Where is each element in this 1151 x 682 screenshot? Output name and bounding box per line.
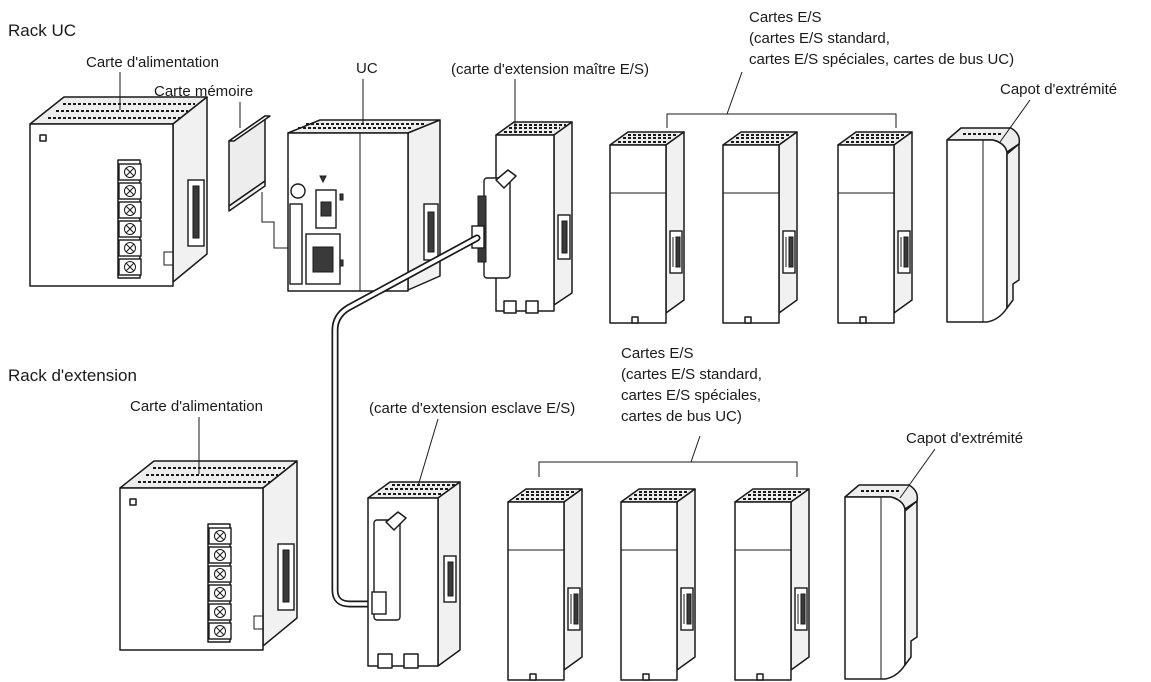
cpu-rack-io-unit-3: [837, 131, 913, 324]
io-slave-unit-label: (carte d'extension esclave E/S): [369, 400, 575, 417]
cpu-rack-io-unit-2: [722, 131, 798, 324]
cpu-label: UC: [356, 60, 378, 77]
cpu-rack-io-units-label-1: Cartes E/S: [749, 9, 822, 26]
cpu-rack-end-cover: [946, 127, 1021, 323]
memory-card: [228, 115, 271, 212]
cpu-rack-io-unit-1: [609, 131, 685, 324]
master-cable-connector: [471, 169, 517, 279]
expansion-rack-io-unit-2: [620, 488, 696, 681]
memory-card-label: Carte mémoire: [154, 83, 253, 100]
cpu-unit: [287, 119, 441, 292]
cpu-rack-io-units-label-2: (cartes E/S standard,: [749, 30, 890, 47]
expansion-cable: [331, 234, 481, 608]
cpu-rack-end-cover-label: Capot d'extrémité: [1000, 81, 1117, 98]
cpu-rack-power-supply: [29, 96, 208, 287]
expansion-rack-io-units-label-2: (cartes E/S standard,: [621, 366, 762, 383]
io-slave-expansion-unit: [367, 481, 461, 669]
rack-expansion-title: Rack d'extension: [8, 366, 137, 385]
expansion-rack-power-supply: [119, 460, 298, 651]
expansion-rack-end-cover-label: Capot d'extrémité: [906, 430, 1023, 447]
expansion-rack-io-units-label-4: cartes de bus UC): [621, 408, 742, 425]
expansion-rack-io-units-label-3: cartes E/S spéciales,: [621, 387, 761, 404]
expansion-rack-end-cover: [844, 484, 919, 680]
cpu-rack-power-supply-label: Carte d'alimentation: [86, 54, 219, 71]
cpu-rack-io-units-label-3: cartes E/S spéciales, cartes de bus UC): [749, 51, 1014, 68]
rack-cpu-title: Rack UC: [8, 21, 76, 40]
expansion-rack-io-units-label-1: Cartes E/S: [621, 345, 694, 362]
io-master-unit-label: (carte d'extension maître E/S): [451, 61, 649, 78]
expansion-rack-power-supply-label: Carte d'alimentation: [130, 398, 263, 415]
expansion-rack-io-unit-1: [507, 488, 583, 681]
expansion-rack-io-unit-3: [734, 488, 810, 681]
